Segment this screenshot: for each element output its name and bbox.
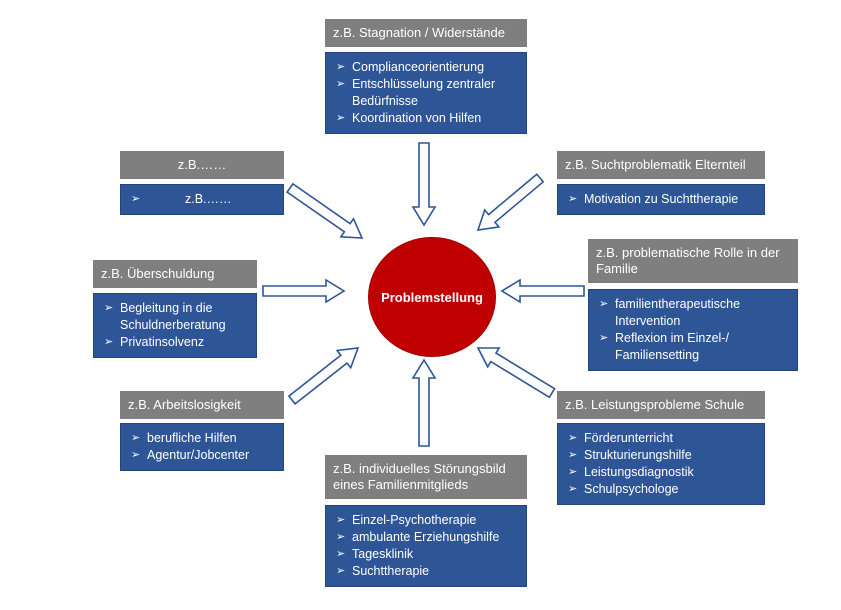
arrow-bullet-icon: ➢ bbox=[131, 193, 141, 205]
list-item: ➢Reflexion im Einzel-/ Familiensetting bbox=[599, 331, 729, 362]
arrow-from-top-left-icon bbox=[285, 182, 364, 239]
node-bottom-left-list: ➢berufliche Hilfen ➢Agentur/Jobcenter bbox=[129, 430, 275, 464]
node-top-header: z.B. Stagnation / Widerstände bbox=[325, 19, 527, 47]
node-bottom-right-header: z.B. Leistungsprobleme Schule bbox=[557, 391, 765, 419]
node-right-box: ➢familientherapeutische Intervention ➢Re… bbox=[588, 289, 798, 371]
arrow-bullet-icon: ➢ bbox=[336, 531, 346, 543]
node-bottom-list: ➢Einzel-Psychotherapie ➢ambulante Erzieh… bbox=[334, 512, 518, 580]
list-item: ➢Motivation zu Suchttherapie bbox=[568, 192, 739, 206]
node-top-left-list: ➢z.B.…… bbox=[129, 191, 275, 208]
problem-label: Problemstellung bbox=[381, 289, 483, 305]
arrow-bullet-icon: ➢ bbox=[336, 565, 346, 577]
list-item: ➢Entschlüsselung zentraler Bedürfnisse bbox=[336, 77, 496, 108]
node-bottom-box: ➢Einzel-Psychotherapie ➢ambulante Erzieh… bbox=[325, 505, 527, 587]
node-left-box: ➢Begleitung in die Schuldnerberatung ➢Pr… bbox=[93, 293, 257, 358]
arrow-bullet-icon: ➢ bbox=[104, 302, 114, 314]
arrow-from-bottom-icon bbox=[411, 358, 437, 447]
list-item: ➢Agentur/Jobcenter bbox=[131, 448, 250, 462]
arrow-bullet-icon: ➢ bbox=[568, 483, 578, 495]
node-bottom-right-list: ➢Förderunterricht ➢Strukturierungshilfe … bbox=[566, 430, 756, 498]
arrow-bullet-icon: ➢ bbox=[104, 336, 114, 348]
arrow-group bbox=[262, 142, 585, 447]
node-left-header: z.B. Überschuldung bbox=[93, 260, 257, 288]
node-top-list: ➢Complianceorientierung ➢Entschlüsselung… bbox=[334, 59, 518, 127]
list-item: ➢z.B.…… bbox=[131, 192, 232, 206]
list-item: ➢Privatinsolvenz bbox=[104, 335, 205, 349]
list-item: ➢Förderunterricht bbox=[568, 431, 673, 445]
arrow-from-left-icon bbox=[262, 278, 346, 304]
arrow-from-right-icon bbox=[500, 278, 585, 304]
arrow-bullet-icon: ➢ bbox=[568, 466, 578, 478]
node-top-right-box: ➢Motivation zu Suchttherapie bbox=[557, 184, 765, 215]
arrow-bullet-icon: ➢ bbox=[568, 193, 578, 205]
arrow-bullet-icon: ➢ bbox=[131, 432, 141, 444]
node-right-header: z.B. problematische Rolle in der Familie bbox=[588, 239, 798, 283]
node-bottom-header: z.B. individuelles Störungsbild eines Fa… bbox=[325, 455, 527, 499]
list-item: ➢Leistungsdiagnostik bbox=[568, 465, 694, 479]
node-top-right-header: z.B. Suchtproblematik Elternteil bbox=[557, 151, 765, 179]
problem-circle: Problemstellung bbox=[368, 237, 496, 357]
arrow-bullet-icon: ➢ bbox=[336, 61, 346, 73]
list-item: ➢ambulante Erziehungshilfe bbox=[336, 530, 500, 544]
arrow-from-top-icon bbox=[411, 142, 437, 227]
node-left-list: ➢Begleitung in die Schuldnerberatung ➢Pr… bbox=[102, 300, 248, 351]
node-top-left-header: z.B.…… bbox=[120, 151, 284, 179]
list-item: ➢Begleitung in die Schuldnerberatung bbox=[104, 301, 226, 332]
list-item: ➢Tagesklinik bbox=[336, 547, 414, 561]
list-item: ➢berufliche Hilfen bbox=[131, 431, 237, 445]
node-top-right-list: ➢Motivation zu Suchttherapie bbox=[566, 191, 756, 208]
list-item: ➢familientherapeutische Intervention bbox=[599, 297, 741, 328]
arrow-from-bottom-left-icon bbox=[287, 347, 360, 406]
list-item: ➢Suchttherapie bbox=[336, 564, 430, 578]
arrow-bullet-icon: ➢ bbox=[336, 78, 346, 90]
list-item: ➢Koordination von Hilfen bbox=[336, 111, 482, 125]
arrow-from-top-right-icon bbox=[476, 173, 545, 231]
arrow-bullet-icon: ➢ bbox=[599, 298, 609, 310]
list-item: ➢Strukturierungshilfe bbox=[568, 448, 692, 462]
arrow-from-bottom-right-icon bbox=[476, 347, 556, 399]
list-item: ➢Schulpsychologe bbox=[568, 482, 679, 496]
node-right-list: ➢familientherapeutische Intervention ➢Re… bbox=[597, 296, 789, 364]
node-bottom-right-box: ➢Förderunterricht ➢Strukturierungshilfe … bbox=[557, 423, 765, 505]
arrow-bullet-icon: ➢ bbox=[568, 432, 578, 444]
list-item: ➢Complianceorientierung bbox=[336, 60, 485, 74]
list-item: ➢Einzel-Psychotherapie bbox=[336, 513, 477, 527]
arrow-bullet-icon: ➢ bbox=[568, 449, 578, 461]
node-bottom-left-header: z.B. Arbeitslosigkeit bbox=[120, 391, 284, 419]
node-bottom-left-box: ➢berufliche Hilfen ➢Agentur/Jobcenter bbox=[120, 423, 284, 471]
node-top-left-box: ➢z.B.…… bbox=[120, 184, 284, 215]
arrow-bullet-icon: ➢ bbox=[336, 112, 346, 124]
arrow-bullet-icon: ➢ bbox=[599, 332, 609, 344]
arrow-bullet-icon: ➢ bbox=[336, 514, 346, 526]
arrow-bullet-icon: ➢ bbox=[336, 548, 346, 560]
node-top-box: ➢Complianceorientierung ➢Entschlüsselung… bbox=[325, 52, 527, 134]
arrow-bullet-icon: ➢ bbox=[131, 449, 141, 461]
